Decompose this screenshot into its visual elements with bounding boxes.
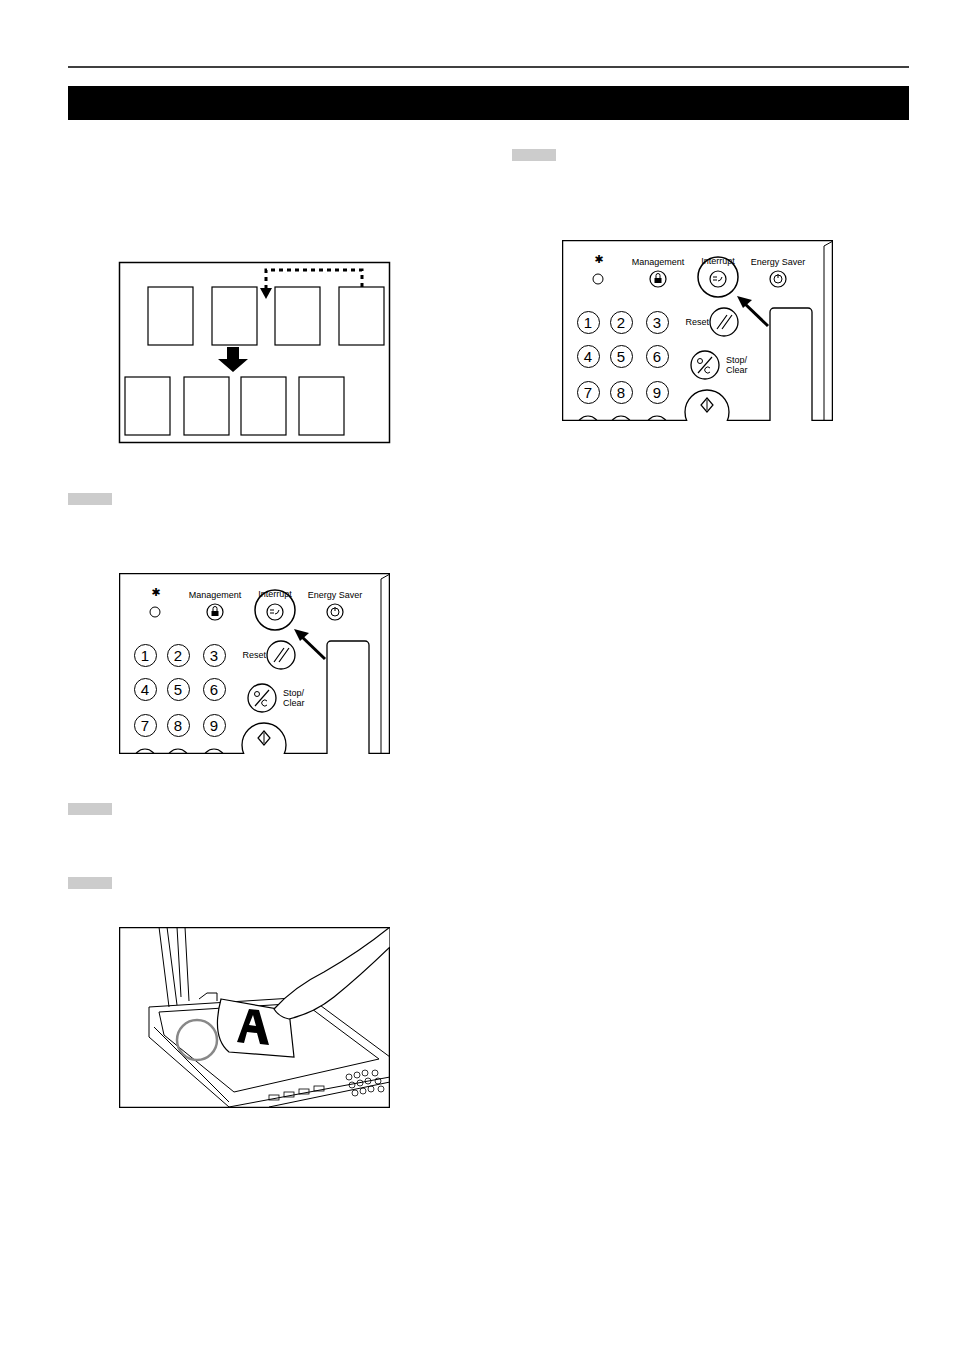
key-digit: 5: [617, 349, 625, 364]
number-key: 7: [134, 714, 157, 737]
key-digit: 2: [617, 315, 625, 330]
number-key: 5: [167, 678, 190, 701]
number-key: 3: [203, 644, 226, 667]
panel-label: Stop/ Clear: [726, 355, 760, 375]
panel-label: Stop/ Clear: [283, 688, 317, 708]
panel-label: Reset: [242, 650, 266, 660]
number-key: 7: [577, 381, 600, 404]
number-key: 9: [203, 714, 226, 737]
number-key: 4: [134, 678, 157, 701]
panel-label: Interrupt: [701, 256, 735, 266]
key-digit: 6: [653, 349, 661, 364]
number-key: 2: [167, 644, 190, 667]
number-key: 2: [610, 311, 633, 334]
key-digit: 3: [210, 648, 218, 663]
key-digit: 5: [174, 682, 182, 697]
key-digit: 1: [584, 315, 592, 330]
number-key: 9: [646, 381, 669, 404]
number-key: 8: [610, 381, 633, 404]
key-digit: 4: [141, 682, 149, 697]
number-key: 5: [610, 345, 633, 368]
key-digit: 9: [210, 718, 218, 733]
key-digit: 9: [653, 385, 661, 400]
key-digit: 7: [141, 718, 149, 733]
panel-label: Energy Saver: [308, 590, 363, 600]
key-digit: 6: [210, 682, 218, 697]
panel-label: ✱: [151, 587, 160, 597]
key-digit: 3: [653, 315, 661, 330]
key-digit: 2: [174, 648, 182, 663]
key-digit: 7: [584, 385, 592, 400]
panel-label: ✱: [594, 254, 603, 264]
number-key: 8: [167, 714, 190, 737]
key-digit: 8: [174, 718, 182, 733]
number-key: 6: [203, 678, 226, 701]
number-key: 3: [646, 311, 669, 334]
panel-label: Reset: [685, 317, 709, 327]
panel-label: Energy Saver: [751, 257, 806, 267]
number-key: 4: [577, 345, 600, 368]
panel-label: Management: [189, 590, 242, 600]
number-key: 1: [577, 311, 600, 334]
number-key: 6: [646, 345, 669, 368]
panel-label: Management: [632, 257, 685, 267]
number-key: 1: [134, 644, 157, 667]
key-digit: 8: [617, 385, 625, 400]
key-digit: 4: [584, 349, 592, 364]
panel-label: Interrupt: [258, 589, 292, 599]
key-digit: 1: [141, 648, 149, 663]
